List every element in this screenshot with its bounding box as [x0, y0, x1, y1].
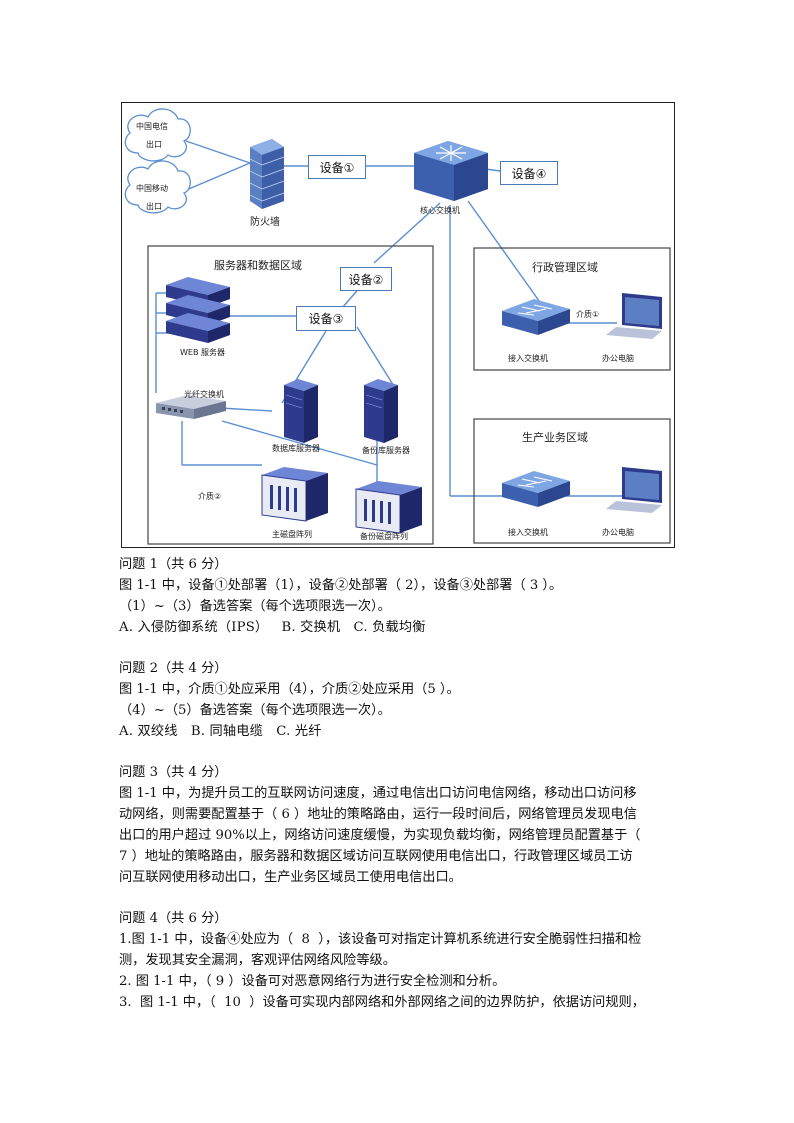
question-3: 问题 3（共 4 分） 图 1-1 中，为提升员工的互联网访问速度，通过电信出口…	[119, 762, 679, 888]
cloud-mobile-label-2: 出口	[146, 202, 162, 211]
medium2-label: 介质②	[198, 492, 222, 501]
firewall-label: 防火墙	[250, 217, 280, 228]
question-3-line: 7 ）地址的策略路由，服务器和数据区域访问互联网使用电信出口，行政管理区域员工访	[119, 849, 633, 864]
question-2-line: 图 1-1 中，介质①处应采用（4），介质②处应采用（5 ）。	[119, 682, 460, 697]
link-mobile-firewall	[183, 162, 251, 192]
question-4-title: 问题 4（共 6 分）	[119, 911, 228, 926]
zone-server-border	[147, 245, 434, 545]
question-4: 问题 4（共 6 分） 1.图 1-1 中，设备④处应为（ 8 ），该设备可对指…	[119, 908, 679, 1013]
zone-production-title: 生产业务区域	[522, 431, 588, 444]
production-laptop-icon	[606, 467, 662, 513]
production-pc-label: 办公电脑	[602, 528, 634, 537]
device1-box: 设备①	[308, 155, 366, 179]
question-4-line: 1.图 1-1 中，设备④处应为（ 8 ），该设备可对指定计算机系统进行安全脆弱…	[119, 932, 642, 947]
question-1-line: 图 1-1 中，设备①处部署（1），设备②处部署（ 2），设备③处部署（ 3 ）…	[119, 578, 563, 593]
device3-box: 设备③	[296, 306, 356, 331]
question-2-title: 问题 2（共 4 分）	[119, 661, 228, 676]
question-3-line: 动网络，则需要配置基于（ 6 ）地址的策略路由，运行一段时间后，网络管理员发现电…	[119, 807, 637, 822]
cloud-mobile	[124, 160, 191, 214]
question-3-line: 图 1-1 中，为提升员工的互联网访问速度，通过电信出口访问电信网络，移动出口访…	[119, 786, 637, 801]
admin-laptop-icon	[606, 293, 662, 339]
cloud-telecom-label-1: 中国电信	[136, 122, 168, 131]
production-switch-label: 接入交换机	[508, 528, 548, 537]
zone-server-title: 服务器和数据区域	[214, 259, 302, 272]
question-4-line: 3. 图 1-1 中，（ 10 ）设备可实现内部网络和外部网络之间的边界防护，依…	[119, 995, 645, 1010]
question-3-line: 出口的用户超过 90%以上，网络访问速度缓慢，为实现负载均衡，网络管理员配置基于…	[119, 828, 641, 843]
admin-switch-label: 接入交换机	[508, 354, 548, 363]
fiber-switch-icon	[156, 395, 226, 419]
question-1-options: A. 入侵防御系统（IPS） B. 交换机 C. 负载均衡	[119, 620, 426, 635]
backup-server-icon	[364, 379, 398, 443]
question-3-line: 问互联网使用移动出口，生产业务区域员工使用电信出口。	[119, 870, 462, 885]
question-1-title: 问题 1（共 6 分）	[119, 557, 228, 572]
admin-pc-label: 办公电脑	[602, 354, 634, 363]
core-switch-icon	[414, 141, 488, 201]
fiber-switch-label: 光纤交换机	[184, 390, 224, 399]
question-1-line: （1）~（3）备选答案（每个选项限选一次）。	[119, 599, 391, 614]
link-core-device2	[373, 202, 441, 264]
question-4-line: 测，发现其安全漏洞，客观评估网络风险等级。	[119, 953, 396, 968]
backup-disk-array-icon	[355, 481, 422, 534]
medium1-label: 介质①	[576, 310, 600, 319]
web-server-label: WEB 服务器	[180, 348, 225, 357]
diagram-lines	[124, 108, 671, 545]
zone-admin-title: 行政管理区域	[532, 261, 598, 274]
backup-array-label: 备份磁盘阵列	[360, 532, 408, 541]
admin-access-switch-icon	[502, 299, 570, 335]
device2-box: 设备②	[340, 267, 392, 291]
question-4-line: 2. 图 1-1 中，（ 9 ）设备可对恶意网络行为进行安全检测和分析。	[119, 974, 506, 989]
question-2: 问题 2（共 4 分） 图 1-1 中，介质①处应采用（4），介质②处应采用（5…	[119, 658, 679, 742]
zone-admin-border	[473, 247, 671, 371]
firewall-icon	[249, 139, 285, 209]
link-device3-backup	[356, 326, 398, 392]
question-2-line: （4）~（5）备选答案（每个选项限选一次）。	[119, 703, 391, 718]
question-1: 问题 1（共 6 分） 图 1-1 中，设备①处部署（1），设备②处部署（ 2）…	[119, 554, 679, 638]
backup-server-label: 备份库服务器	[362, 446, 410, 455]
link-fiber-db	[219, 407, 273, 412]
database-server-icon	[284, 379, 318, 443]
device4-box: 设备④	[500, 161, 558, 185]
zone-production-border	[473, 418, 671, 544]
cloud-telecom-label-2: 出口	[146, 140, 162, 149]
production-access-switch-icon	[502, 471, 570, 507]
main-disk-array-icon	[261, 467, 328, 522]
link-core-admin	[467, 200, 543, 306]
link-telecom-firewall	[185, 140, 251, 164]
network-topology-diagram: 中国电信 出口 中国移动 出口 防火墙 设备① 设备④ 核心交换机 服务器和数据…	[121, 102, 675, 548]
question-2-options: A. 双绞线 B. 同轴电缆 C. 光纤	[119, 724, 322, 739]
main-array-label: 主磁盘阵列	[272, 530, 312, 539]
core-switch-label: 核心交换机	[420, 206, 460, 215]
cloud-telecom	[124, 108, 191, 162]
web-server-icon	[166, 277, 230, 343]
db-server-label: 数据库服务器	[272, 444, 320, 453]
question-3-title: 问题 3（共 4 分）	[119, 765, 228, 780]
cloud-mobile-label-1: 中国移动	[136, 184, 168, 193]
